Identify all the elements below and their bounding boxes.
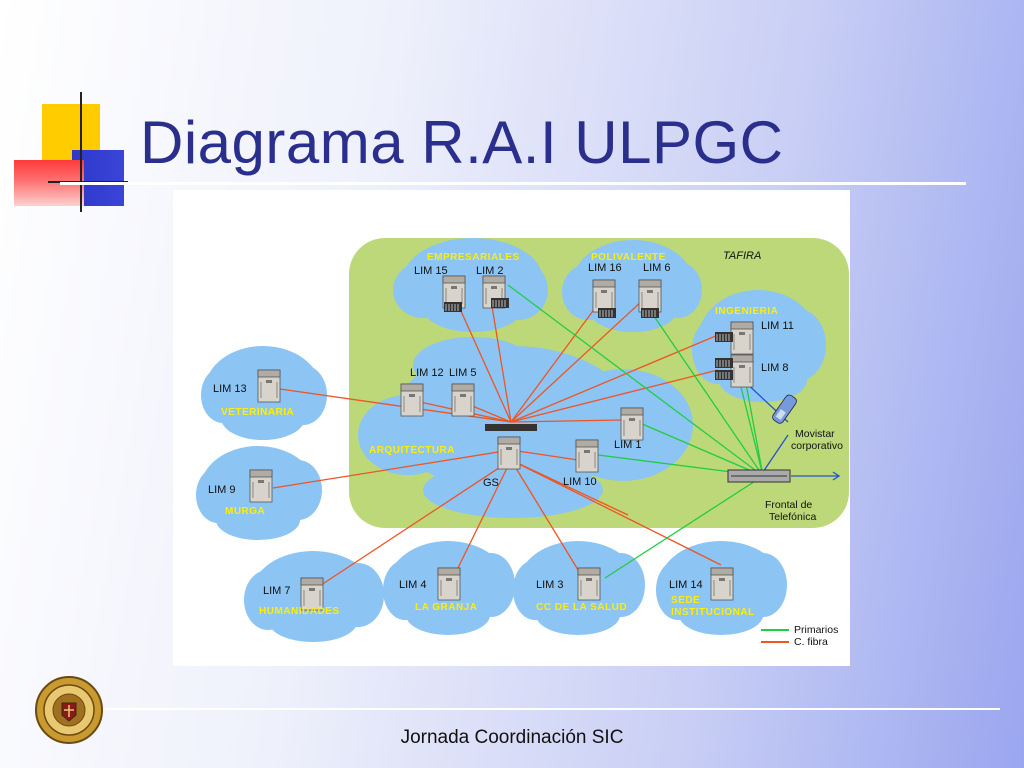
node-label-lim1: LIM 1 bbox=[614, 439, 642, 451]
legend-fibra-label: C. fibra bbox=[794, 636, 828, 648]
primary-links bbox=[507, 284, 764, 579]
node-label-lim12: LIM 12 bbox=[410, 367, 444, 379]
switch-lim8 bbox=[714, 357, 734, 369]
node-label-lim8: LIM 8 bbox=[761, 362, 789, 374]
cluster-label-la-granja: LA GRANJA bbox=[415, 602, 477, 613]
cluster-label-veterinaria: VETERINARIA bbox=[221, 407, 294, 418]
switch-lim16 bbox=[597, 307, 617, 319]
cluster-label-arquitectura: ARQUITECTURA bbox=[369, 445, 455, 456]
footer-text: Jornada Coordinación SIC bbox=[400, 727, 624, 748]
movistar-label-line2: corporativo bbox=[791, 440, 843, 452]
server-lim11 bbox=[730, 321, 754, 355]
server-lim8 bbox=[730, 354, 754, 388]
cluster-label-polivalente: POLIVALENTE bbox=[591, 252, 666, 263]
node-label-lim3: LIM 3 bbox=[536, 579, 564, 591]
node-label-lim14: LIM 14 bbox=[669, 579, 703, 591]
server-lim10 bbox=[575, 439, 599, 473]
node-label-lim5: LIM 5 bbox=[449, 367, 477, 379]
frontal-arrows bbox=[791, 471, 841, 481]
gs-switch bbox=[485, 424, 537, 431]
network-diagram: TAFIRA bbox=[173, 190, 850, 666]
legend-primarios-label: Primarios bbox=[794, 624, 838, 636]
switch-lim6 bbox=[640, 307, 660, 319]
node-label-lim4: LIM 4 bbox=[399, 579, 427, 591]
cluster-label-sede: SEDE bbox=[671, 595, 700, 606]
decor-line-vertical bbox=[80, 92, 82, 212]
title-underline bbox=[60, 182, 966, 185]
node-label-lim11: LIM 11 bbox=[761, 320, 794, 332]
node-label-gs: GS bbox=[483, 477, 499, 489]
switch-lim2 bbox=[490, 297, 510, 309]
node-label-lim9: LIM 9 bbox=[208, 484, 236, 496]
server-lim3 bbox=[577, 567, 601, 601]
movistar-label-line1: Movistar bbox=[795, 428, 835, 440]
server-lim16 bbox=[592, 279, 616, 313]
server-lim5 bbox=[451, 383, 475, 417]
server-lim12 bbox=[400, 383, 424, 417]
network-diagram-svg: TAFIRA bbox=[196, 238, 849, 648]
server-lim6 bbox=[638, 279, 662, 313]
server-lim14 bbox=[710, 567, 734, 601]
server-lim13 bbox=[257, 369, 281, 403]
switch-lim15 bbox=[443, 301, 463, 313]
switch-lim8b bbox=[714, 369, 734, 381]
node-label-lim2: LIM 2 bbox=[476, 265, 504, 277]
fiber-links bbox=[272, 299, 722, 586]
node-label-lim6: LIM 6 bbox=[643, 262, 671, 274]
slide-title: Diagrama R.A.I ULPGC bbox=[140, 109, 784, 176]
node-label-lim15: LIM 15 bbox=[414, 265, 448, 277]
cluster-label-humanidades: HUMANIDADES bbox=[259, 606, 340, 617]
frontal-label-line1: Frontal de bbox=[765, 499, 812, 511]
frontal-label-line2: Telefónica bbox=[769, 511, 816, 523]
server-lim1 bbox=[620, 407, 644, 441]
node-label-lim16: LIM 16 bbox=[588, 262, 622, 274]
node-label-lim7: LIM 7 bbox=[263, 585, 291, 597]
cluster-label-empresariales: EMPRESARIALES bbox=[427, 252, 520, 263]
server-gs bbox=[497, 436, 521, 470]
tafira-label: TAFIRA bbox=[723, 250, 761, 262]
cluster-label-institucional: INSTITUCIONAL bbox=[671, 607, 755, 618]
switch-lim11 bbox=[714, 331, 734, 343]
cluster-label-ingenieria: INGENIERIA bbox=[715, 306, 778, 317]
node-label-lim10: LIM 10 bbox=[563, 476, 597, 488]
university-seal-logo bbox=[35, 676, 103, 744]
cluster-label-cc-salud: CC DE LA SALUD bbox=[536, 602, 627, 613]
footer-rule bbox=[100, 708, 1000, 710]
server-lim4 bbox=[437, 567, 461, 601]
server-lim9 bbox=[249, 469, 273, 503]
cluster-label-murga: MURGA bbox=[225, 506, 265, 517]
movistar-phone-icon bbox=[772, 394, 797, 424]
node-label-lim13: LIM 13 bbox=[213, 383, 247, 395]
